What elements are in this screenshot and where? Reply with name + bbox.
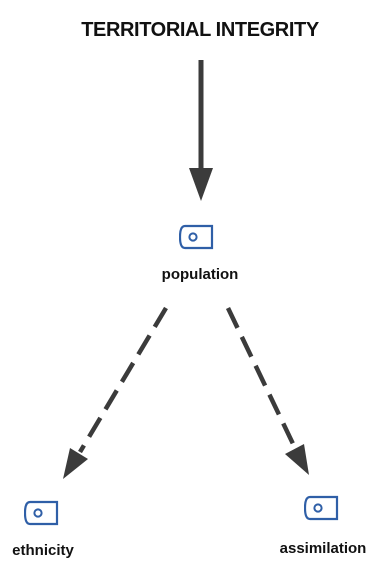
edge-title-to-population <box>189 60 213 201</box>
population-entity-icon[interactable] <box>179 224 215 250</box>
assimilation-entity-icon[interactable] <box>304 495 340 521</box>
diagram-title: TERRITORIAL INTEGRITY <box>81 19 319 41</box>
ethnicity-label: ethnicity <box>12 542 74 559</box>
edge-population-to-assimilation <box>225 307 309 475</box>
edge-population-to-ethnicity <box>63 306 168 479</box>
assimilation-label: assimilation <box>279 540 367 557</box>
ethnicity-entity-icon[interactable] <box>24 500 60 526</box>
population-label: population <box>161 266 239 283</box>
